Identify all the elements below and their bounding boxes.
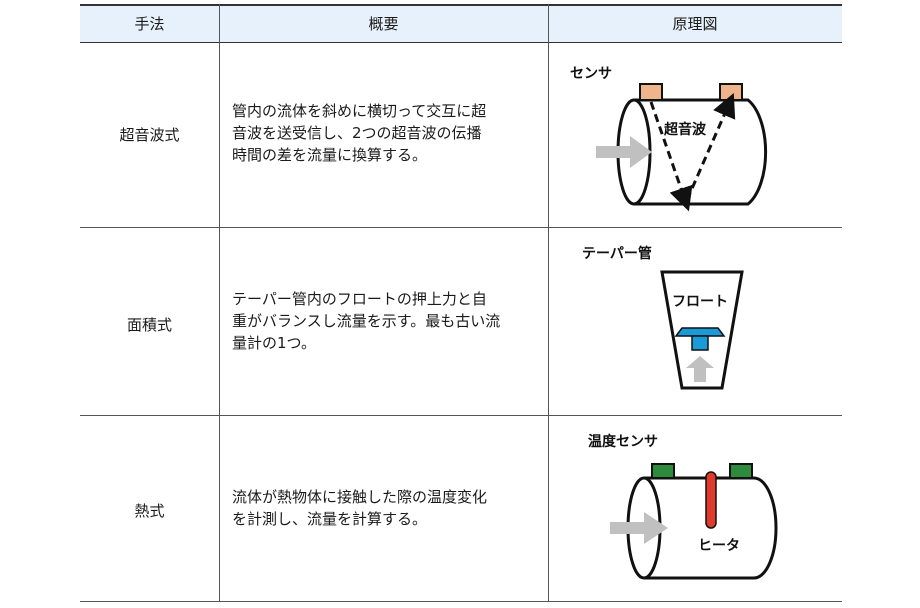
sensor-label: センサ — [570, 66, 612, 82]
method-variable-area: 面積式 — [126, 316, 172, 334]
desc-line: 量計の1つ。 — [232, 334, 316, 352]
desc-line: 音波を送受信し、2つの超音波の伝播 — [232, 124, 482, 142]
desc-ultrasonic: 管内の流体を斜めに横切って交互に超 音波を送受信し、2つの超音波の伝播 時間の差… — [232, 100, 552, 166]
method-thermal: 熱式 — [134, 502, 165, 520]
flow-arrow-icon — [686, 356, 714, 382]
desc-thermal: 流体が熱物体に接触した際の温度変化 を計測し、流量を計算する。 — [232, 486, 552, 530]
pipe-body — [634, 98, 768, 206]
desc-line: テーパー管内のフロートの押上力と自 — [232, 290, 487, 308]
table-header: 手法 概要 原理図 — [80, 4, 842, 43]
column-divider — [219, 4, 220, 602]
flow-arrow-icon — [610, 512, 668, 544]
diagram-variable-area: テーパー管 フロート — [548, 236, 842, 406]
taper-tube — [660, 270, 744, 390]
float-label: フロート — [672, 294, 728, 310]
temp-sensor — [729, 463, 753, 479]
temp-sensor-label: 温度センサ — [588, 433, 658, 450]
flow-arrow-icon — [596, 136, 652, 168]
desc-line: を計測し、流量を計算する。 — [232, 510, 428, 528]
wave-label: 超音波 — [663, 121, 707, 138]
float-stem — [691, 335, 709, 351]
ultrasonic-sensor — [639, 83, 663, 101]
float-icon — [674, 327, 726, 337]
tube-label: テーパー管 — [582, 245, 652, 262]
method-ultrasonic: 超音波式 — [119, 126, 180, 144]
column-divider — [548, 4, 549, 602]
row-divider — [80, 415, 842, 416]
pipe-body — [644, 476, 778, 580]
heater — [705, 471, 717, 529]
temp-sensor — [651, 463, 675, 479]
header-overview: 概要 — [368, 15, 399, 33]
diagram-ultrasonic: センサ 超音波 — [548, 54, 842, 224]
header-method: 手法 — [134, 15, 165, 33]
desc-variable-area: テーパー管内のフロートの押上力と自 重がバランスし流量を示す。最も古い流 量計の… — [232, 288, 552, 354]
ultrasonic-sensor — [719, 83, 743, 101]
desc-line: 管内の流体を斜めに横切って交互に超 — [232, 102, 487, 120]
diagram-thermal: 温度センサ ヒータ — [548, 424, 842, 600]
desc-line: 流体が熱物体に接触した際の温度変化 — [232, 488, 488, 506]
header-diagram: 原理図 — [672, 15, 718, 33]
heater-label: ヒータ — [698, 538, 740, 554]
wave-path — [649, 101, 693, 212]
wave-path — [685, 93, 736, 201]
desc-line: 時間の差を流量に換算する。 — [232, 146, 428, 164]
row-divider — [80, 601, 842, 602]
desc-line: 重がバランスし流量を示す。最も古い流 — [232, 312, 501, 330]
row-divider — [80, 227, 842, 228]
